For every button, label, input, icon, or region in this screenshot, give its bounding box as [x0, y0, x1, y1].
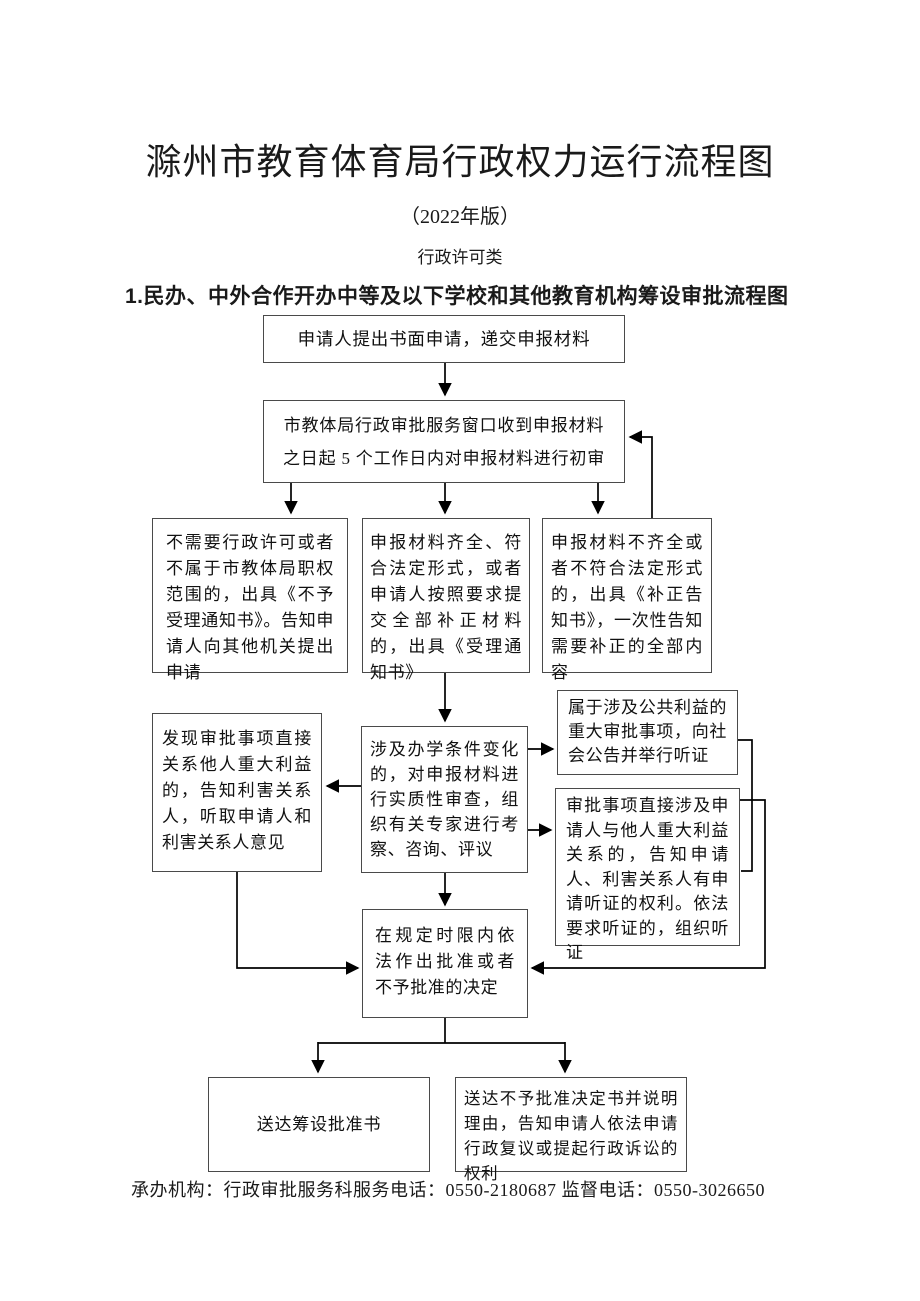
node-initial-review-line2: 之日起 5 个工作日内对申报材料进行初审 — [283, 448, 605, 468]
node-deliver-approval: 送达筹设批准书 — [208, 1077, 430, 1172]
node-not-accepted: 不需要行政许可或者不属于市教体局职权范围的，出具《不予受理通知书》。告知申请人向… — [152, 518, 348, 682]
edition-label: （2022年版） — [400, 206, 520, 228]
node-supplement-notice: 申报材料不齐全或者不符合法定形式的，出具《补正告知书》，一次性告知需要补正的全部… — [542, 518, 712, 682]
node-accepted: 申报材料齐全、符合法定形式，或者申请人按照要求提交全部补正材料的，出具《受理通知… — [362, 518, 530, 682]
section-heading: 1.民办、中外合作开办中等及以下学校和其他教育机构筹设审批流程图 — [125, 285, 789, 308]
connector-stakeholder-to-decision — [236, 872, 360, 975]
node-public-hearing: 属于涉及公共利益的重大审批事项，向社会公告并举行听证 — [557, 690, 738, 775]
node-apply: 申请人提出书面申请，递交申报材料 — [263, 315, 625, 363]
node-hearing-rights: 审批事项直接涉及申请人与他人重大利益关系的，告知申请人、利害关系人有申请听证的权… — [555, 788, 740, 962]
node-initial-review-line1: 市教体局行政审批服务窗口收到申报材料 — [283, 415, 605, 435]
connector-supplement-feedback-to-review — [628, 430, 653, 518]
node-substantive-review: 涉及办学条件变化的，对申报材料进行实质性审查，组织有关专家进行考察、咨询、评议 — [361, 726, 528, 873]
node-initial-review: 市教体局行政审批服务窗口收到申报材料 之日起 5 个工作日内对申报材料进行初审 — [263, 400, 625, 483]
category-label: 行政许可类 — [417, 248, 503, 267]
node-decision: 在规定时限内依法作出批准或者不予批准的决定 — [362, 909, 528, 1018]
node-deliver-rejection: 送达不予批准决定书并说明理由，告知申请人依法申请行政复议或提起行政诉讼的权利 — [455, 1077, 687, 1183]
page-title: 滁州市教育体育局行政权力运行流程图 — [145, 142, 775, 182]
footer-note: 承办机构：行政审批服务科服务电话：0550-2180687 监督电话：0550-… — [131, 1180, 765, 1200]
connector-publichearing-to-hearingrights — [738, 739, 753, 872]
node-stakeholder-opinion: 发现审批事项直接关系他人重大利益的，告知利害关系人，听取申请人和利害关系人意见 — [152, 713, 322, 872]
